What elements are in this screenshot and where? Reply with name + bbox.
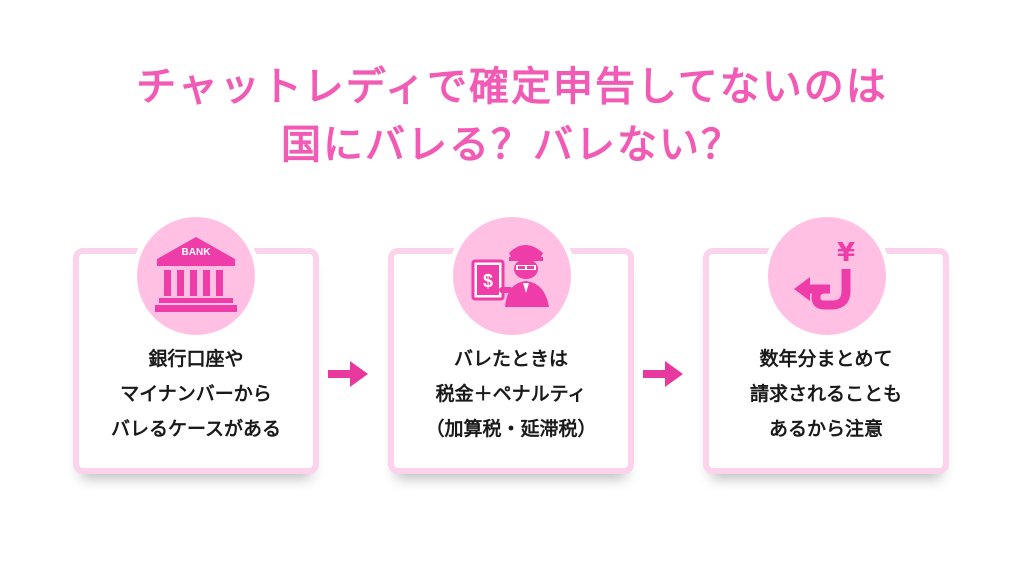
step-text-line: 請求されることも	[749, 383, 902, 405]
step-card-text: 数年分まとめて 請求されることも あるから注意	[709, 342, 943, 447]
title-line-2: 国にバレる？バレない？	[281, 122, 743, 168]
bank-icon-label: BANK	[182, 247, 212, 258]
step-text-line: 税金＋ペナルティ	[435, 383, 587, 405]
yen-icon-label: ¥	[837, 238, 855, 268]
step-text-line: 数年分まとめて	[759, 348, 893, 370]
yen-return-icon: ¥	[794, 238, 855, 310]
officer-icon: $	[471, 245, 549, 307]
bank-icon: BANK	[155, 237, 237, 312]
page-title: チャットレディで確定申告してないのは 国にバレる？バレない？	[0, 58, 1024, 174]
step-text-line: 銀行口座や	[148, 348, 244, 370]
step-icon-circle: ¥	[763, 212, 891, 340]
flow-arrow-1	[328, 359, 368, 389]
step-icon-circle: $	[448, 212, 576, 340]
step-card-text: バレたときは 税金＋ペナルティ （加算税・延滞税）	[394, 342, 628, 447]
step-text-line: マイナンバーから	[120, 383, 272, 405]
flow-arrow-2	[643, 359, 683, 389]
svg-text:$: $	[483, 271, 493, 291]
right-arrow-icon	[328, 361, 368, 387]
step-text-line: バレたときは	[453, 348, 568, 370]
step-card-text: 銀行口座や マイナンバーから バレるケースがある	[79, 342, 313, 447]
step-text-line: （加算税・延滞税）	[425, 418, 597, 440]
right-arrow-icon	[643, 361, 683, 387]
step-text-line: バレるケースがある	[110, 418, 282, 440]
step-icon-circle: BANK	[132, 212, 260, 340]
step-text-line: あるから注意	[768, 418, 883, 440]
title-line-1: チャットレディで確定申告してないのは	[136, 64, 888, 110]
